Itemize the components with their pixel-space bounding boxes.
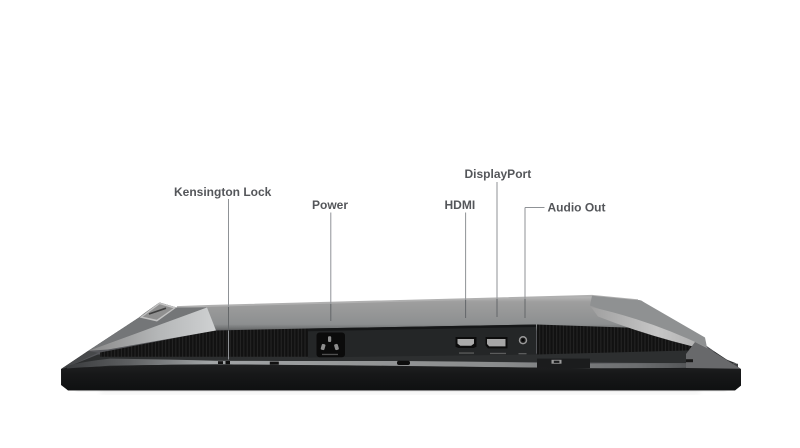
svg-text:Kensington Lock: Kensington Lock [174,185,272,199]
svg-text:Audio Out: Audio Out [548,201,606,215]
svg-text:HDMI: HDMI [445,198,476,212]
svg-text:DisplayPort: DisplayPort [465,167,532,181]
svg-text:Power: Power [312,198,348,212]
